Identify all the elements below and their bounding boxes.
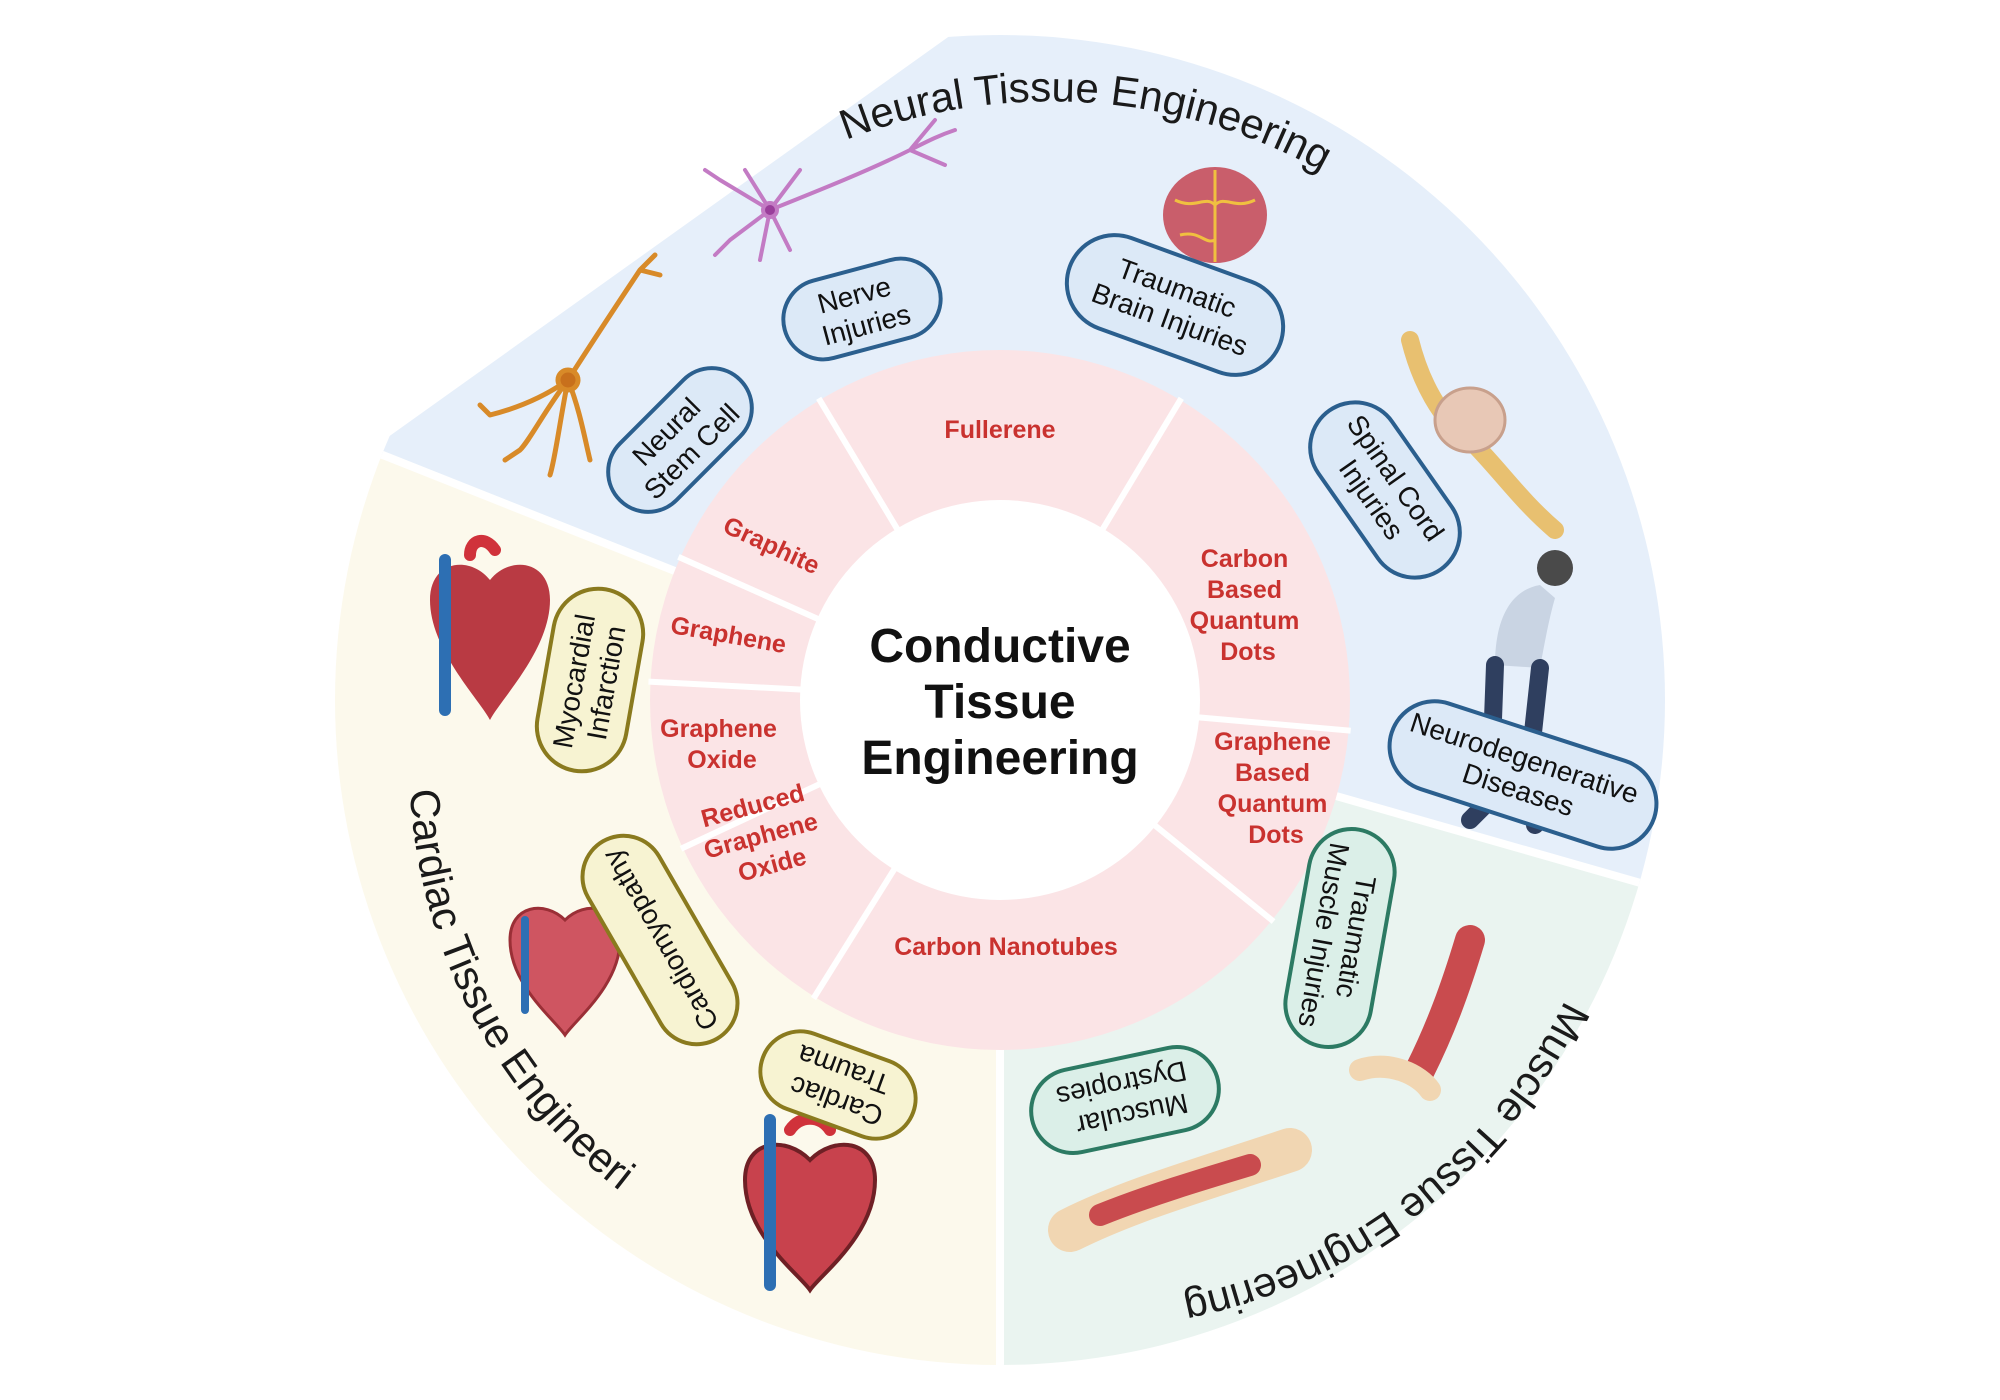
materials-divider xyxy=(677,554,821,623)
center-title-line: Tissue xyxy=(924,676,1075,729)
materials-divider xyxy=(1099,396,1184,532)
arm-muscle-icon xyxy=(1048,1128,1312,1252)
neural-pills: Neural Stem Cell Nerve Injuries Traumati… xyxy=(606,233,1659,851)
neuron-icon xyxy=(703,118,957,262)
materials-dividers xyxy=(648,396,1351,1001)
pill-muscular-dystropies: Muscular Dystropies xyxy=(1029,1044,1221,1156)
materials-divider xyxy=(679,780,822,852)
pill-traumatic-brain: Traumatic Brain Injuries xyxy=(1064,233,1286,377)
brain-icon xyxy=(1163,167,1267,263)
pill-myocardial-infarction: Myocardial Infarction xyxy=(534,586,646,774)
pill-nerve-injuries: Nerve Injuries xyxy=(781,256,943,362)
material-graphene-oxide: Graphene Oxide xyxy=(660,715,784,774)
heart-icon xyxy=(430,535,550,720)
material-fullerene: Fullerene xyxy=(944,416,1055,444)
muscle-pills: Traumatic Muscle Injuries Muscular Dystr… xyxy=(1029,827,1397,1156)
center-title-line: Engineering xyxy=(861,732,1138,785)
material-graphene-qd: Graphene Based Quantum Dots xyxy=(1214,728,1338,849)
center-title-line: Conductive xyxy=(869,620,1130,673)
material-carbon-qd: Carbon Based Quantum Dots xyxy=(1190,545,1307,666)
pill-traumatic-muscle: Traumatic Muscle Injuries xyxy=(1283,827,1397,1049)
center-disc xyxy=(800,500,1200,900)
center-title: Conductive Tissue Engineering xyxy=(861,620,1138,785)
spinal-cord-icon xyxy=(1401,331,1564,539)
knee-muscle-icon xyxy=(1349,925,1485,1101)
material-carbon-nanotubes: Carbon Nanotubes xyxy=(894,933,1118,961)
materials-divider xyxy=(648,678,803,693)
materials-divider xyxy=(1196,714,1351,734)
pill-cardiac-trauma: Cardiac Trauma xyxy=(758,1029,918,1141)
materials-divider xyxy=(816,396,901,532)
materials-divider xyxy=(810,866,898,1001)
neuron-icon xyxy=(477,252,663,478)
materials-divider xyxy=(1151,822,1276,924)
